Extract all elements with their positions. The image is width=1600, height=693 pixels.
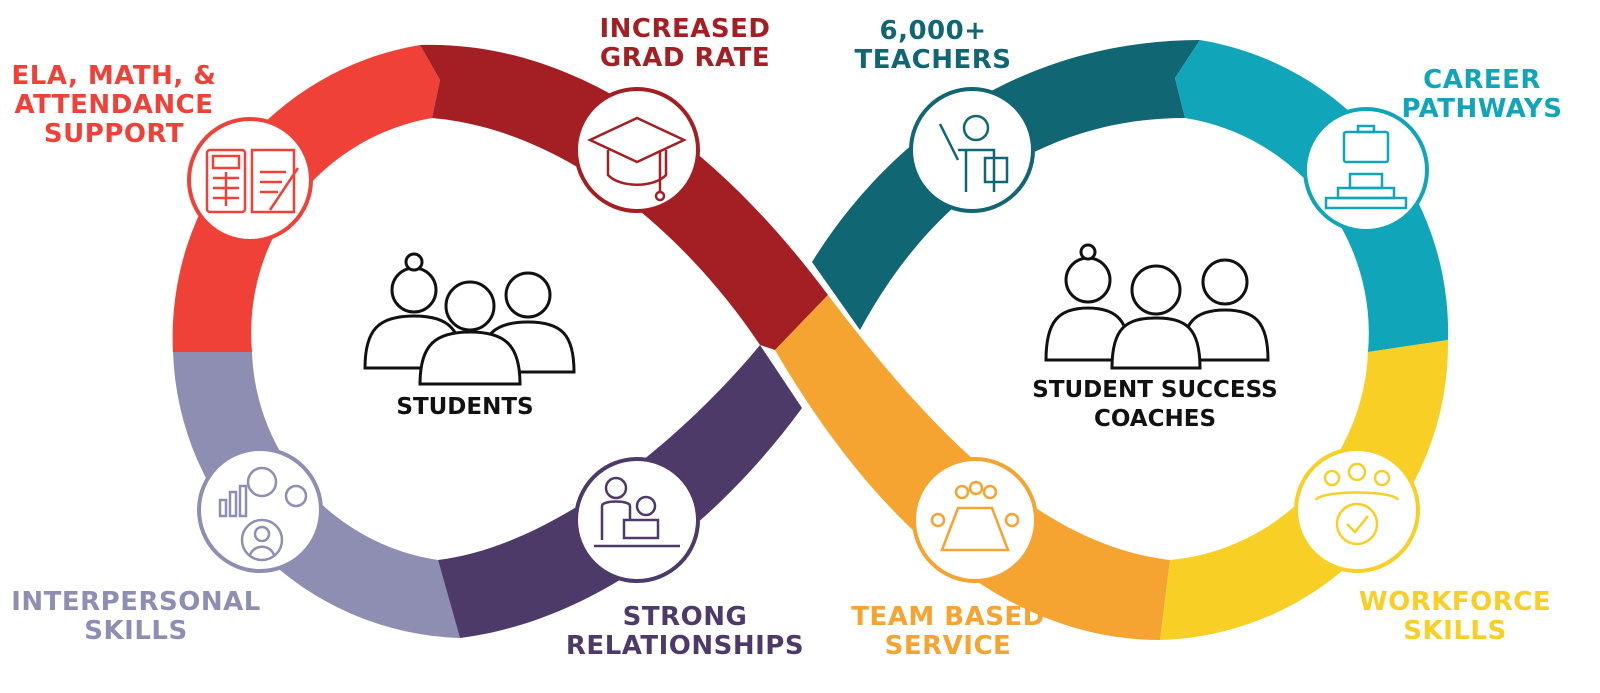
briefcase-podium-icon xyxy=(1324,124,1408,210)
label-teachers: 6,000+ TEACHERS xyxy=(854,16,1012,75)
teachers-icon-circle xyxy=(909,87,1035,213)
label-interpersonal: INTERPERSONAL SKILLS xyxy=(11,587,261,646)
segment-teal xyxy=(1175,40,1449,352)
grad-icon-circle xyxy=(574,87,700,213)
center-coaches: STUDENT SUCCESS COACHES xyxy=(1032,377,1278,432)
career-icon-circle xyxy=(1303,107,1429,233)
interpersonal-icon-circle xyxy=(197,447,323,573)
ela-icon-circle xyxy=(187,117,313,243)
team-icon-circle xyxy=(912,457,1038,583)
segment-red xyxy=(172,45,441,352)
label-team: TEAM BASED SERVICE xyxy=(851,602,1045,661)
label-ela: ELA, MATH, & ATTENDANCE SUPPORT xyxy=(11,61,217,149)
teacher-icon xyxy=(938,114,1009,192)
label-workforce: WORKFORCE SKILLS xyxy=(1358,587,1552,646)
segment-lavender xyxy=(173,352,460,638)
label-relationships: STRONG RELATIONSHIPS xyxy=(565,602,805,661)
calculator-document-icon xyxy=(205,148,300,214)
person-gears-icon xyxy=(218,466,308,562)
label-grad: INCREASED GRAD RATE xyxy=(599,14,771,73)
segment-yellow xyxy=(1160,340,1449,640)
mentor-reading-icon xyxy=(594,476,680,548)
segment-teal-dark xyxy=(812,40,1200,330)
center-students: STUDENTS xyxy=(396,394,534,420)
workforce-icon-circle xyxy=(1294,447,1420,573)
students-group-icon xyxy=(363,252,576,386)
meeting-table-icon xyxy=(930,480,1020,552)
team-gear-icon xyxy=(1314,462,1400,546)
relationships-icon-circle xyxy=(574,457,700,583)
graduation-cap-icon xyxy=(587,116,687,202)
coaches-group-icon xyxy=(1044,243,1270,370)
label-career: CAREER PATHWAYS xyxy=(1401,65,1563,124)
